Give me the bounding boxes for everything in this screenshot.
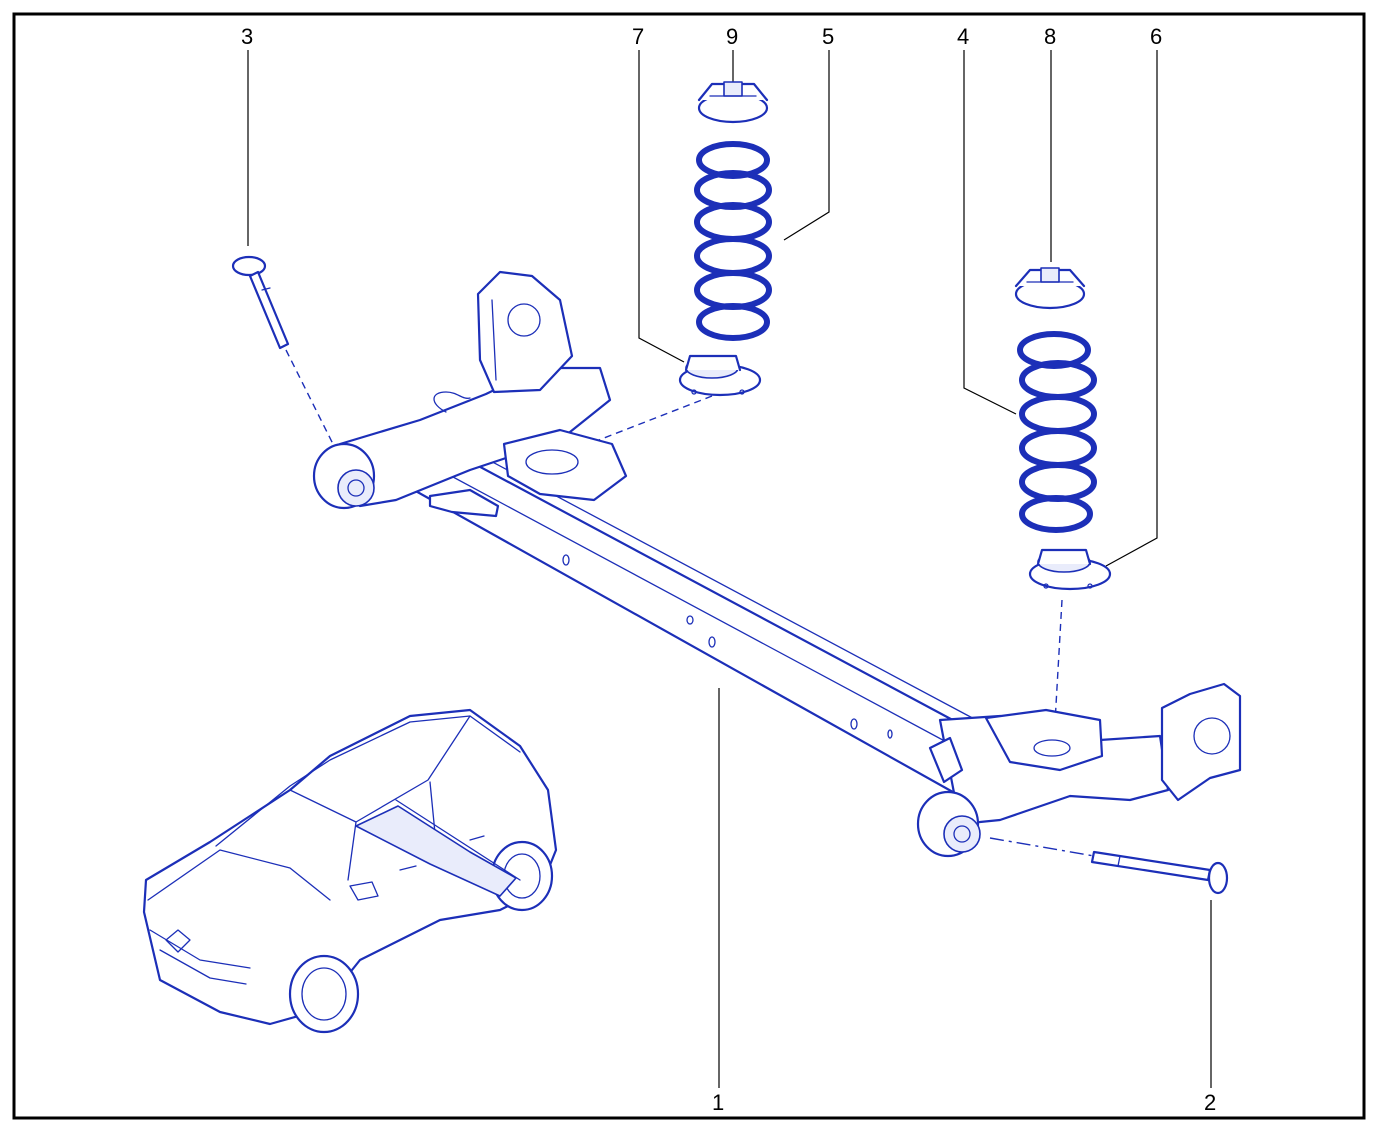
coil-spring-5: [694, 141, 772, 341]
vehicle-locator-illustration: [142, 708, 558, 1034]
leader-lines: [247, 50, 1212, 1088]
callout-5: 5: [822, 24, 834, 49]
callout-3: 3: [241, 24, 253, 49]
callout-9: 9: [726, 24, 738, 49]
diagram-frame: [12, 12, 1366, 1120]
coil-spring-4: [1017, 331, 1097, 533]
callout-2: 2: [1204, 1090, 1216, 1115]
rear-axle-beam-1: [312, 270, 1242, 858]
callout-8: 8: [1044, 24, 1056, 49]
callout-6: 6: [1150, 24, 1162, 49]
spring-insulator-8: [1014, 267, 1086, 310]
callout-1: 1: [712, 1090, 724, 1115]
bolt-2: [1090, 850, 1229, 895]
bolt-3: [231, 255, 290, 350]
spring-seat-7: [678, 354, 762, 397]
callout-7: 7: [632, 24, 644, 49]
callout-4: 4: [957, 24, 969, 49]
assembly-dashed-lines: [285, 349, 1095, 857]
spring-insulator-9: [697, 81, 769, 124]
spring-seat-6: [1028, 548, 1112, 591]
